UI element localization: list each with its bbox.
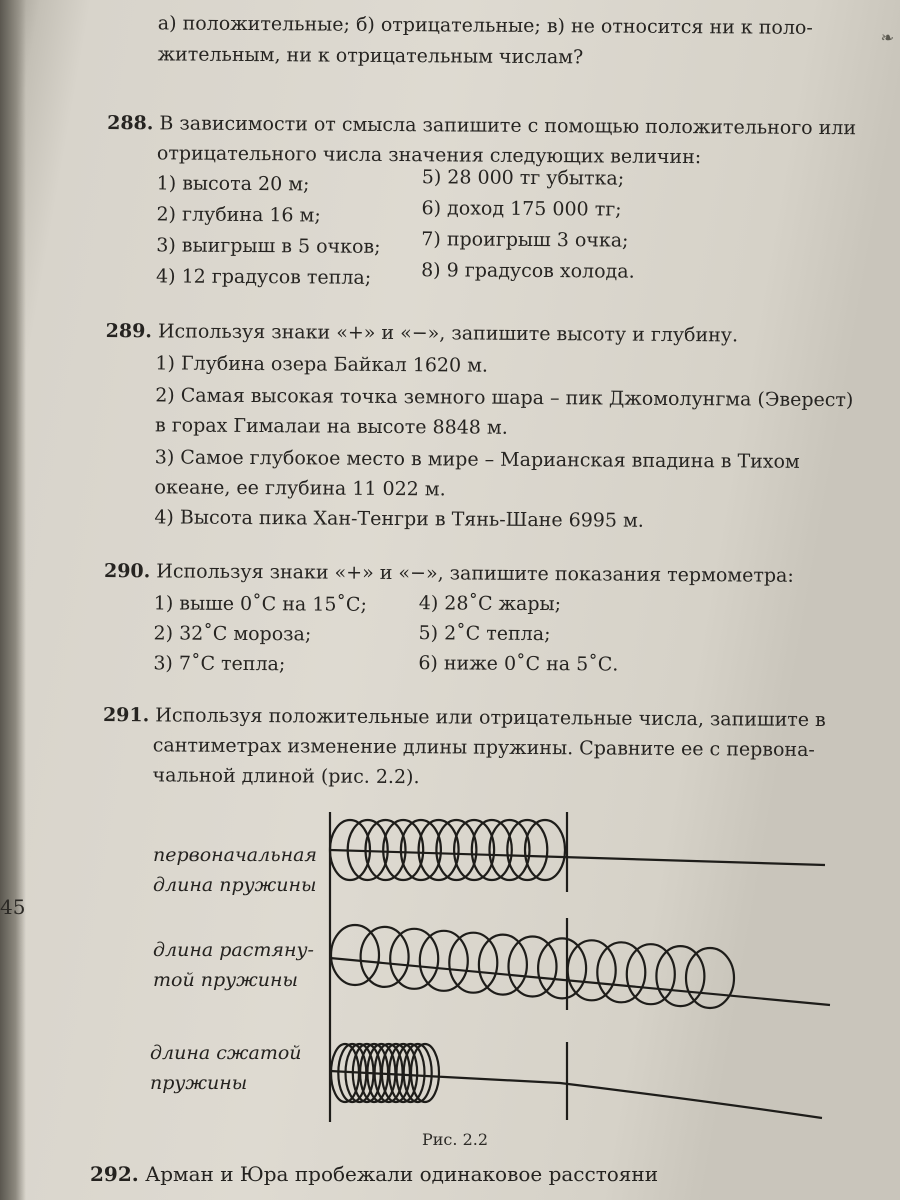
- spring-coil: [523, 818, 567, 882]
- label-line: длина сжатой: [150, 1042, 302, 1064]
- spring-coil: [448, 931, 499, 994]
- spring-coil: [359, 925, 410, 989]
- spring-coil: [596, 941, 647, 1004]
- exercise-292-title: 292. Арман и Юра пробежали одинаковое ра…: [90, 1162, 658, 1186]
- figure-caption: Рис. 2.2: [422, 1130, 489, 1149]
- spring-coil: [399, 818, 442, 882]
- spring-compressed: [329, 1042, 441, 1104]
- spring-coil: [364, 818, 407, 882]
- spring-axis-stretched: [329, 956, 831, 1007]
- label-line: той пружины: [153, 969, 298, 991]
- spring-stretched: [329, 923, 736, 1010]
- spring-coil: [470, 818, 513, 882]
- label-line: пружины: [150, 1072, 248, 1094]
- label-line: длина пружины: [153, 874, 317, 896]
- spring-coil: [395, 1042, 426, 1104]
- label-original-spring: первоначальная длина пружины: [153, 840, 317, 900]
- exercise-number: 292.: [90, 1162, 139, 1186]
- label-line: первоначальная: [153, 844, 317, 866]
- book-spine-shadow: [0, 0, 26, 1200]
- spring-coil: [388, 1042, 419, 1104]
- spring-coil: [382, 818, 425, 882]
- spring-coil: [655, 944, 706, 1008]
- spring-coil: [435, 818, 478, 882]
- spring-coil: [328, 818, 372, 882]
- exercise-text: Арман и Юра пробежали одинаковое расстоя…: [145, 1162, 659, 1186]
- spring-coil: [625, 943, 676, 1006]
- label-compressed-spring: длина сжатой пружины: [150, 1038, 302, 1098]
- spring-coil: [329, 923, 381, 987]
- spring-coil: [488, 818, 531, 882]
- spring-coil: [684, 946, 736, 1010]
- spring-coil: [389, 927, 440, 990]
- spring-coil: [417, 818, 460, 882]
- spring-original: [328, 818, 567, 882]
- margin-page-number: 45: [0, 895, 26, 919]
- spring-coil: [506, 818, 549, 882]
- spring-axis-compressed: [329, 1069, 823, 1120]
- spring-axis-original: [329, 848, 826, 867]
- spring-coil: [453, 818, 496, 882]
- label-line: длина растяну-: [153, 939, 314, 961]
- spring-coil: [418, 929, 469, 992]
- spring-coil: [409, 1042, 441, 1104]
- spring-coil: [536, 937, 588, 1000]
- spring-coil: [507, 935, 558, 998]
- spring-coil: [477, 933, 528, 996]
- spring-coil: [402, 1042, 433, 1104]
- label-stretched-spring: длина растяну- той пружины: [153, 935, 314, 995]
- spring-coil: [566, 939, 617, 1002]
- spring-coil: [346, 818, 389, 882]
- gutter-mark: ❧: [880, 28, 894, 47]
